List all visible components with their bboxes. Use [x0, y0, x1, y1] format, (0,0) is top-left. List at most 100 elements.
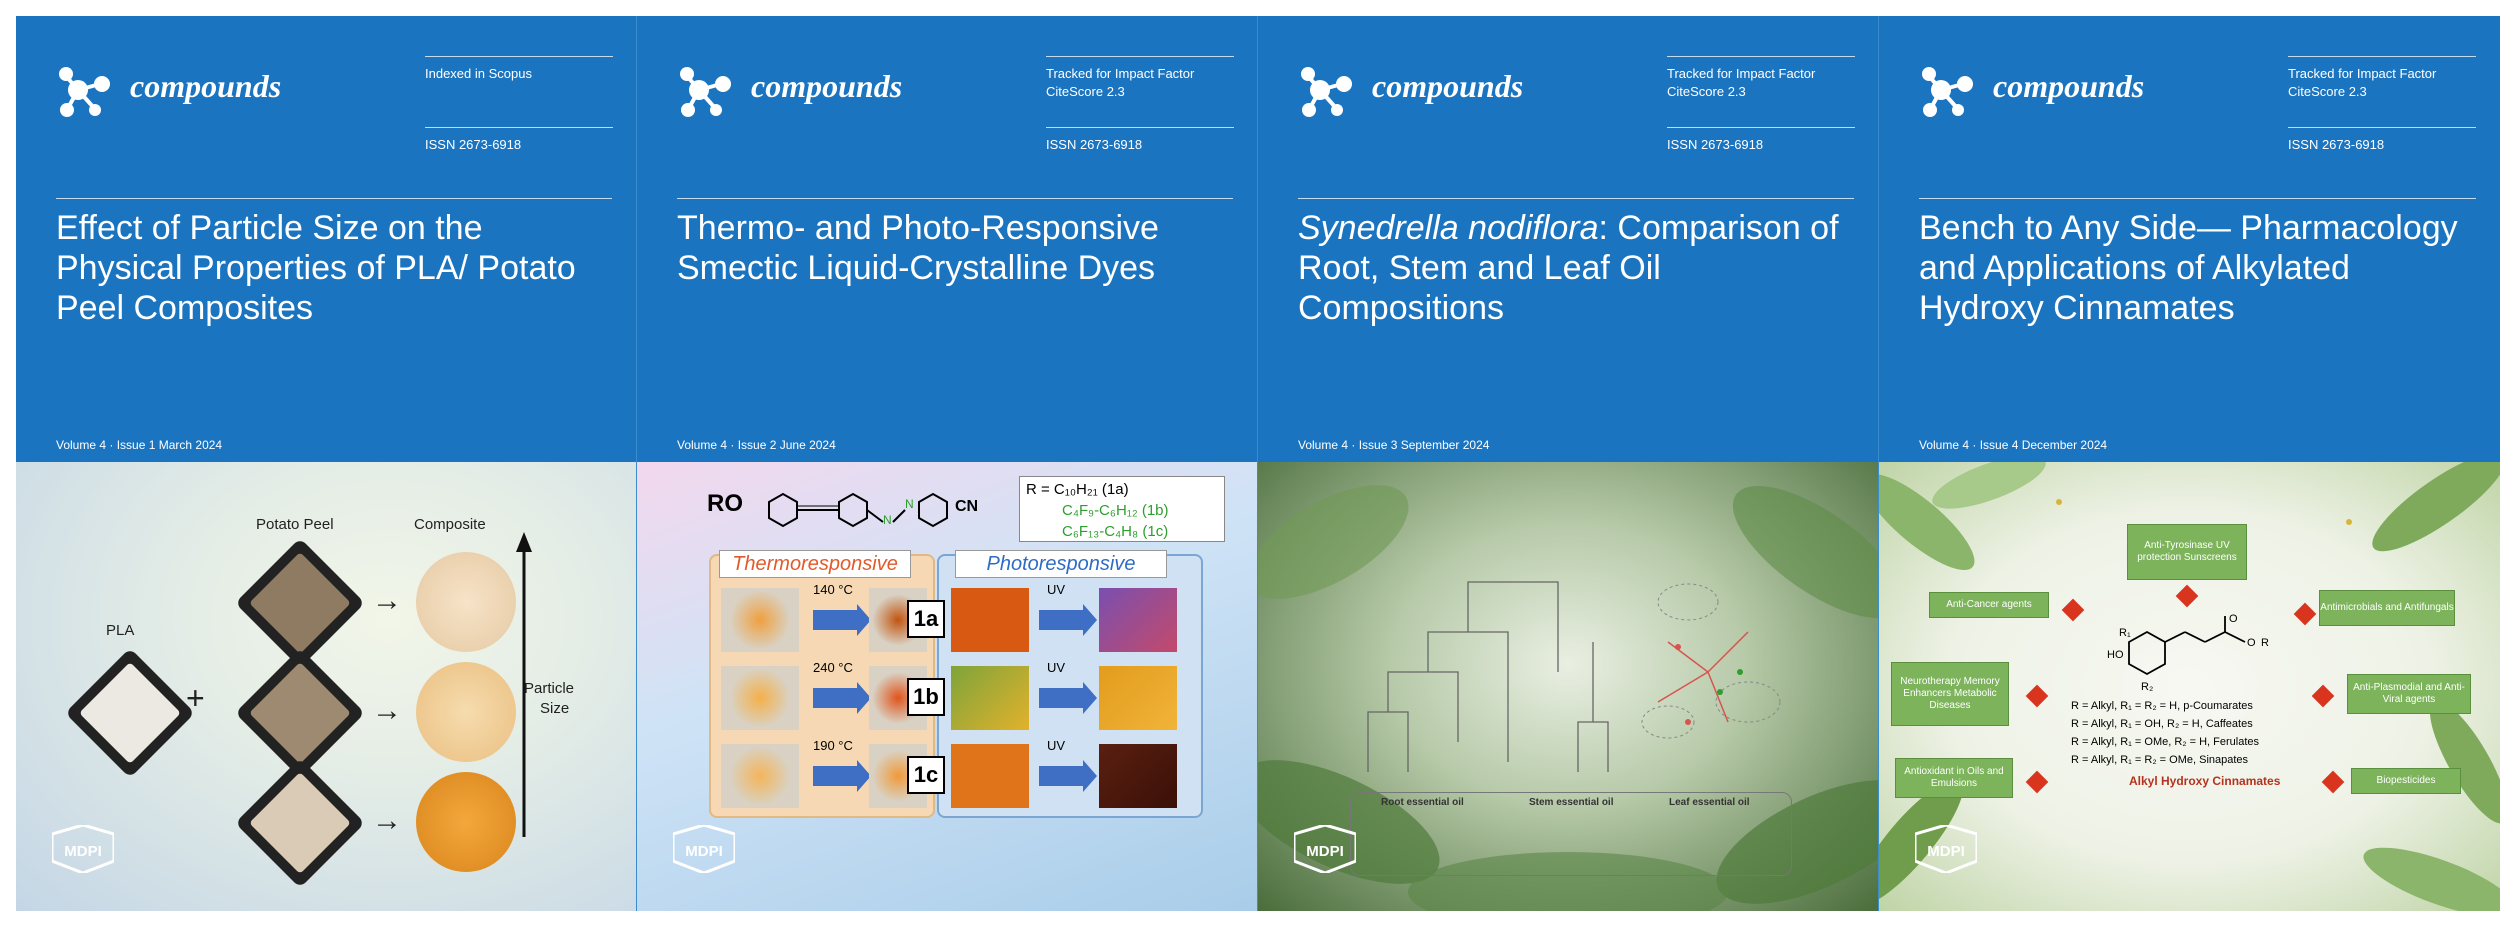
cover-artwork: Anti-Tyrosinase UV protection Sunscreens…	[1879, 462, 2500, 911]
cover-meta: Tracked for Impact Factor CiteScore 2.3 …	[1667, 56, 1855, 154]
compound-tag: 1b	[907, 678, 945, 716]
arrow-icon: →	[372, 584, 402, 617]
texture-image	[951, 666, 1029, 730]
meta-issn: ISSN 2673-6918	[1667, 137, 1764, 152]
molecule-cn: CN	[955, 498, 979, 515]
cover-meta: Tracked for Impact Factor CiteScore 2.3 …	[2288, 56, 2476, 154]
mdpi-logo-icon	[1294, 825, 1356, 873]
cinnamate-structure: O O R HO R₁ R₂	[2107, 613, 2269, 693]
journal-name: compounds	[751, 68, 903, 104]
box-anti-plasmodial: Anti-Plasmodial and Anti-Viral agents	[2347, 674, 2471, 714]
molecule-ro: RO	[707, 490, 743, 517]
cover-issue-3[interactable]: compounds Tracked for Impact Factor Cite…	[1258, 16, 1879, 911]
composite-disc	[416, 662, 516, 762]
box-anti-cancer: Anti-Cancer agents	[1929, 592, 2049, 618]
journal-name: compounds	[1993, 68, 2145, 104]
temp-label: 240 °C	[813, 660, 853, 675]
cover-title: Bench to Any Side— Pharmacology and Appl…	[1919, 209, 2458, 327]
leaf-background	[1258, 485, 1878, 911]
meta-citescore: CiteScore 2.3	[1667, 84, 1746, 99]
cover-gallery: compounds Indexed in Scopus ISSN 2673-69…	[16, 16, 2500, 911]
cover-banner: compounds Tracked for Impact Factor Cite…	[637, 16, 1257, 462]
peel-tray	[234, 757, 366, 889]
cover-title: Effect of Particle Size on the Physical …	[56, 209, 576, 327]
label-potato-peel: Potato Peel	[256, 516, 334, 533]
sample-image	[721, 588, 799, 652]
svg-text:HO: HO	[2107, 649, 2124, 661]
temp-label: 190 °C	[813, 738, 853, 753]
meta-citescore: CiteScore 2.3	[1046, 84, 1125, 99]
cover-banner: compounds Indexed in Scopus ISSN 2673-69…	[16, 16, 636, 462]
meta-tracked: Tracked for Impact Factor	[1046, 66, 1195, 81]
meta-issn: ISSN 2673-6918	[1046, 137, 1143, 152]
meta-indexing: Indexed in Scopus	[425, 66, 532, 81]
thermo-label: Thermoresponsive	[719, 550, 911, 578]
oil-structures-panel: Root essential oil Stem essential oil Le…	[1350, 792, 1792, 876]
cover-issue-2[interactable]: compounds Tracked for Impact Factor Cite…	[637, 16, 1258, 911]
arrow-icon	[813, 604, 871, 636]
arrow-icon	[1039, 682, 1097, 714]
sample-image	[721, 744, 799, 808]
photo-label: Photoresponsive	[955, 550, 1167, 578]
sample-image	[721, 666, 799, 730]
composite-disc	[416, 772, 516, 872]
title-rest: : Comparison of Root, Stem and Leaf Oil …	[1298, 209, 1839, 327]
chem-line: R = Alkyl, R₁ = R₂ = OMe, Sinapates	[2071, 754, 2249, 766]
svg-text:O: O	[2229, 613, 2238, 625]
uv-label: UV	[1047, 582, 1066, 597]
pla-tray	[64, 647, 196, 779]
texture-image	[1099, 744, 1177, 808]
meta-issn: ISSN 2673-6918	[425, 137, 522, 152]
size-arrow-icon	[516, 532, 532, 837]
arrow-icon	[1039, 604, 1097, 636]
cover-issue-line: Volume 4 · Issue 4 December 2024	[1919, 438, 2108, 452]
cover-artwork: RO N N CN R = C₁₀H₂₁ (1a) C₄F₉-C₆H₁₂ (1b…	[637, 462, 1257, 911]
cover-meta: Indexed in Scopus ISSN 2673-6918	[425, 56, 613, 154]
cover-banner: compounds Tracked for Impact Factor Cite…	[1879, 16, 2500, 462]
svg-text:O: O	[2247, 637, 2256, 649]
r-line-1a: R = C₁₀H₂₁ (1a)	[1026, 481, 1129, 498]
chem-line: R = Alkyl, R₁ = OH, R₂ = H, Caffeates	[2071, 718, 2253, 730]
mdpi-logo-icon	[673, 825, 735, 873]
dendrogram-chart	[1367, 581, 1781, 772]
cover-issue-line: Volume 4 · Issue 3 September 2024	[1298, 438, 1490, 452]
svg-text:N: N	[883, 513, 892, 527]
temp-label: 140 °C	[813, 582, 853, 597]
mdpi-logo-icon	[52, 825, 114, 873]
cover-artwork: Root essential oil Stem essential oil Le…	[1258, 462, 1878, 911]
meta-issn: ISSN 2673-6918	[2288, 137, 2385, 152]
meta-citescore: CiteScore 2.3	[2288, 84, 2367, 99]
cover-banner: compounds Tracked for Impact Factor Cite…	[1258, 16, 1878, 462]
svg-text:R₁: R₁	[2119, 627, 2131, 639]
journal-name: compounds	[130, 68, 282, 104]
compound-tag: 1a	[907, 600, 945, 638]
texture-image	[1099, 588, 1177, 652]
texture-image	[1099, 666, 1177, 730]
chem-line: R = Alkyl, R₁ = OMe, R₂ = H, Ferulates	[2071, 736, 2260, 748]
cover-issue-4[interactable]: compounds Tracked for Impact Factor Cite…	[1879, 16, 2500, 911]
cover-issue-1[interactable]: compounds Indexed in Scopus ISSN 2673-69…	[16, 16, 637, 911]
uv-label: UV	[1047, 660, 1066, 675]
meta-tracked: Tracked for Impact Factor	[1667, 66, 1816, 81]
svg-text:R₂: R₂	[2141, 681, 2153, 693]
cover-title: Synedrella nodiflora: Comparison of Root…	[1298, 208, 1858, 328]
cover-issue-line: Volume 4 · Issue 2 June 2024	[677, 438, 836, 452]
compounds-logo-icon	[57, 65, 112, 119]
texture-image	[951, 588, 1029, 652]
label-pla: PLA	[106, 622, 135, 639]
box-antimicrobials: Antimicrobials and Antifungals	[2319, 590, 2455, 626]
arrow-icon	[813, 682, 871, 714]
r-group-legend: R = C₁₀H₂₁ (1a) C₄F₉-C₆H₁₂ (1b) C₆F₁₃-C₄…	[1019, 476, 1225, 542]
chem-line: R = Alkyl, R₁ = R₂ = H, p-Coumarates	[2071, 700, 2253, 712]
r-line-1c: C₆F₁₃-C₄H₈ (1c)	[1062, 523, 1169, 540]
compounds-logo-icon	[1299, 65, 1354, 119]
oil-label: Leaf essential oil	[1669, 797, 1750, 808]
molecule-structure: N N	[768, 492, 948, 528]
compounds-logo-icon	[678, 65, 733, 119]
cinnamates-caption: Alkyl Hydroxy Cinnamates	[2129, 774, 2281, 788]
svg-text:N: N	[905, 497, 914, 511]
peel-tray	[234, 537, 366, 669]
cover-title: Thermo- and Photo-Responsive Smectic Liq…	[677, 209, 1159, 287]
meta-tracked: Tracked for Impact Factor	[2288, 66, 2437, 81]
title-species: Synedrella nodiflora	[1298, 209, 1599, 247]
